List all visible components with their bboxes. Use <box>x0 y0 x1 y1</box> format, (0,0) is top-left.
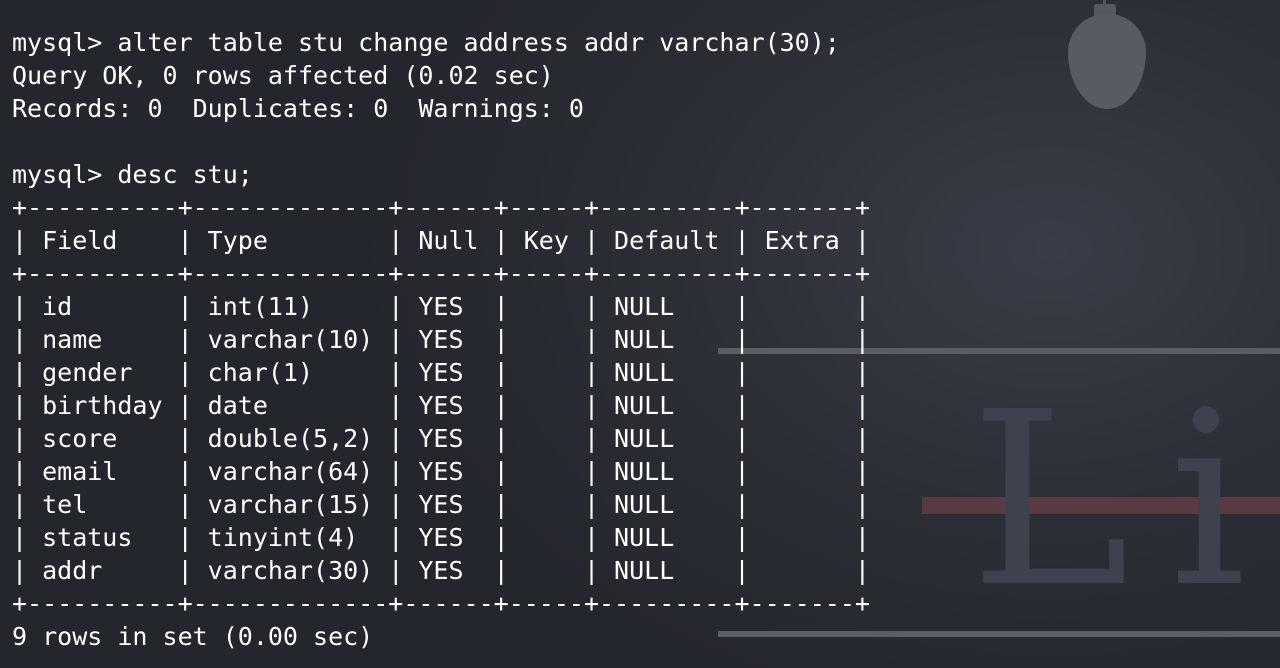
terminal-output[interactable]: mysql> alter table stu change address ad… <box>12 26 870 653</box>
lightbulb-icon <box>1068 14 1146 109</box>
wallpaper-text: Lif <box>970 360 1280 640</box>
table-row: | status | tinyint(4) | YES | | NULL | | <box>12 523 870 552</box>
table-row: | score | double(5,2) | YES | | NULL | | <box>12 424 870 453</box>
table-row: | birthday | date | YES | | NULL | | <box>12 391 870 420</box>
terminal-line-blank <box>12 125 870 158</box>
terminal-line-summary: 9 rows in set (0.00 sec) <box>12 622 374 651</box>
wallpaper-line-top <box>718 348 1280 354</box>
table-row: | tel | varchar(15) | YES | | NULL | | <box>12 490 870 519</box>
table-row: | email | varchar(64) | YES | | NULL | | <box>12 457 870 486</box>
wallpaper-accent-bar <box>922 497 1280 514</box>
terminal-line-command: mysql> alter table stu change address ad… <box>12 28 840 57</box>
table-header-row: | Field | Type | Null | Key | Default | … <box>12 226 870 255</box>
table-row: | id | int(11) | YES | | NULL | | <box>12 292 870 321</box>
table-border: +----------+-------------+------+-----+-… <box>12 193 870 222</box>
table-row: | name | varchar(10) | YES | | NULL | | <box>12 325 870 354</box>
terminal-line-result: Query OK, 0 rows affected (0.02 sec) <box>12 61 554 90</box>
wallpaper-line-bottom <box>718 631 1280 637</box>
table-border: +----------+-------------+------+-----+-… <box>12 259 870 288</box>
table-row: | addr | varchar(30) | YES | | NULL | | <box>12 556 870 585</box>
terminal-line-records: Records: 0 Duplicates: 0 Warnings: 0 <box>12 94 584 123</box>
table-row: | gender | char(1) | YES | | NULL | | <box>12 358 870 387</box>
terminal-line-command: mysql> desc stu; <box>12 160 253 189</box>
table-border: +----------+-------------+------+-----+-… <box>12 589 870 618</box>
